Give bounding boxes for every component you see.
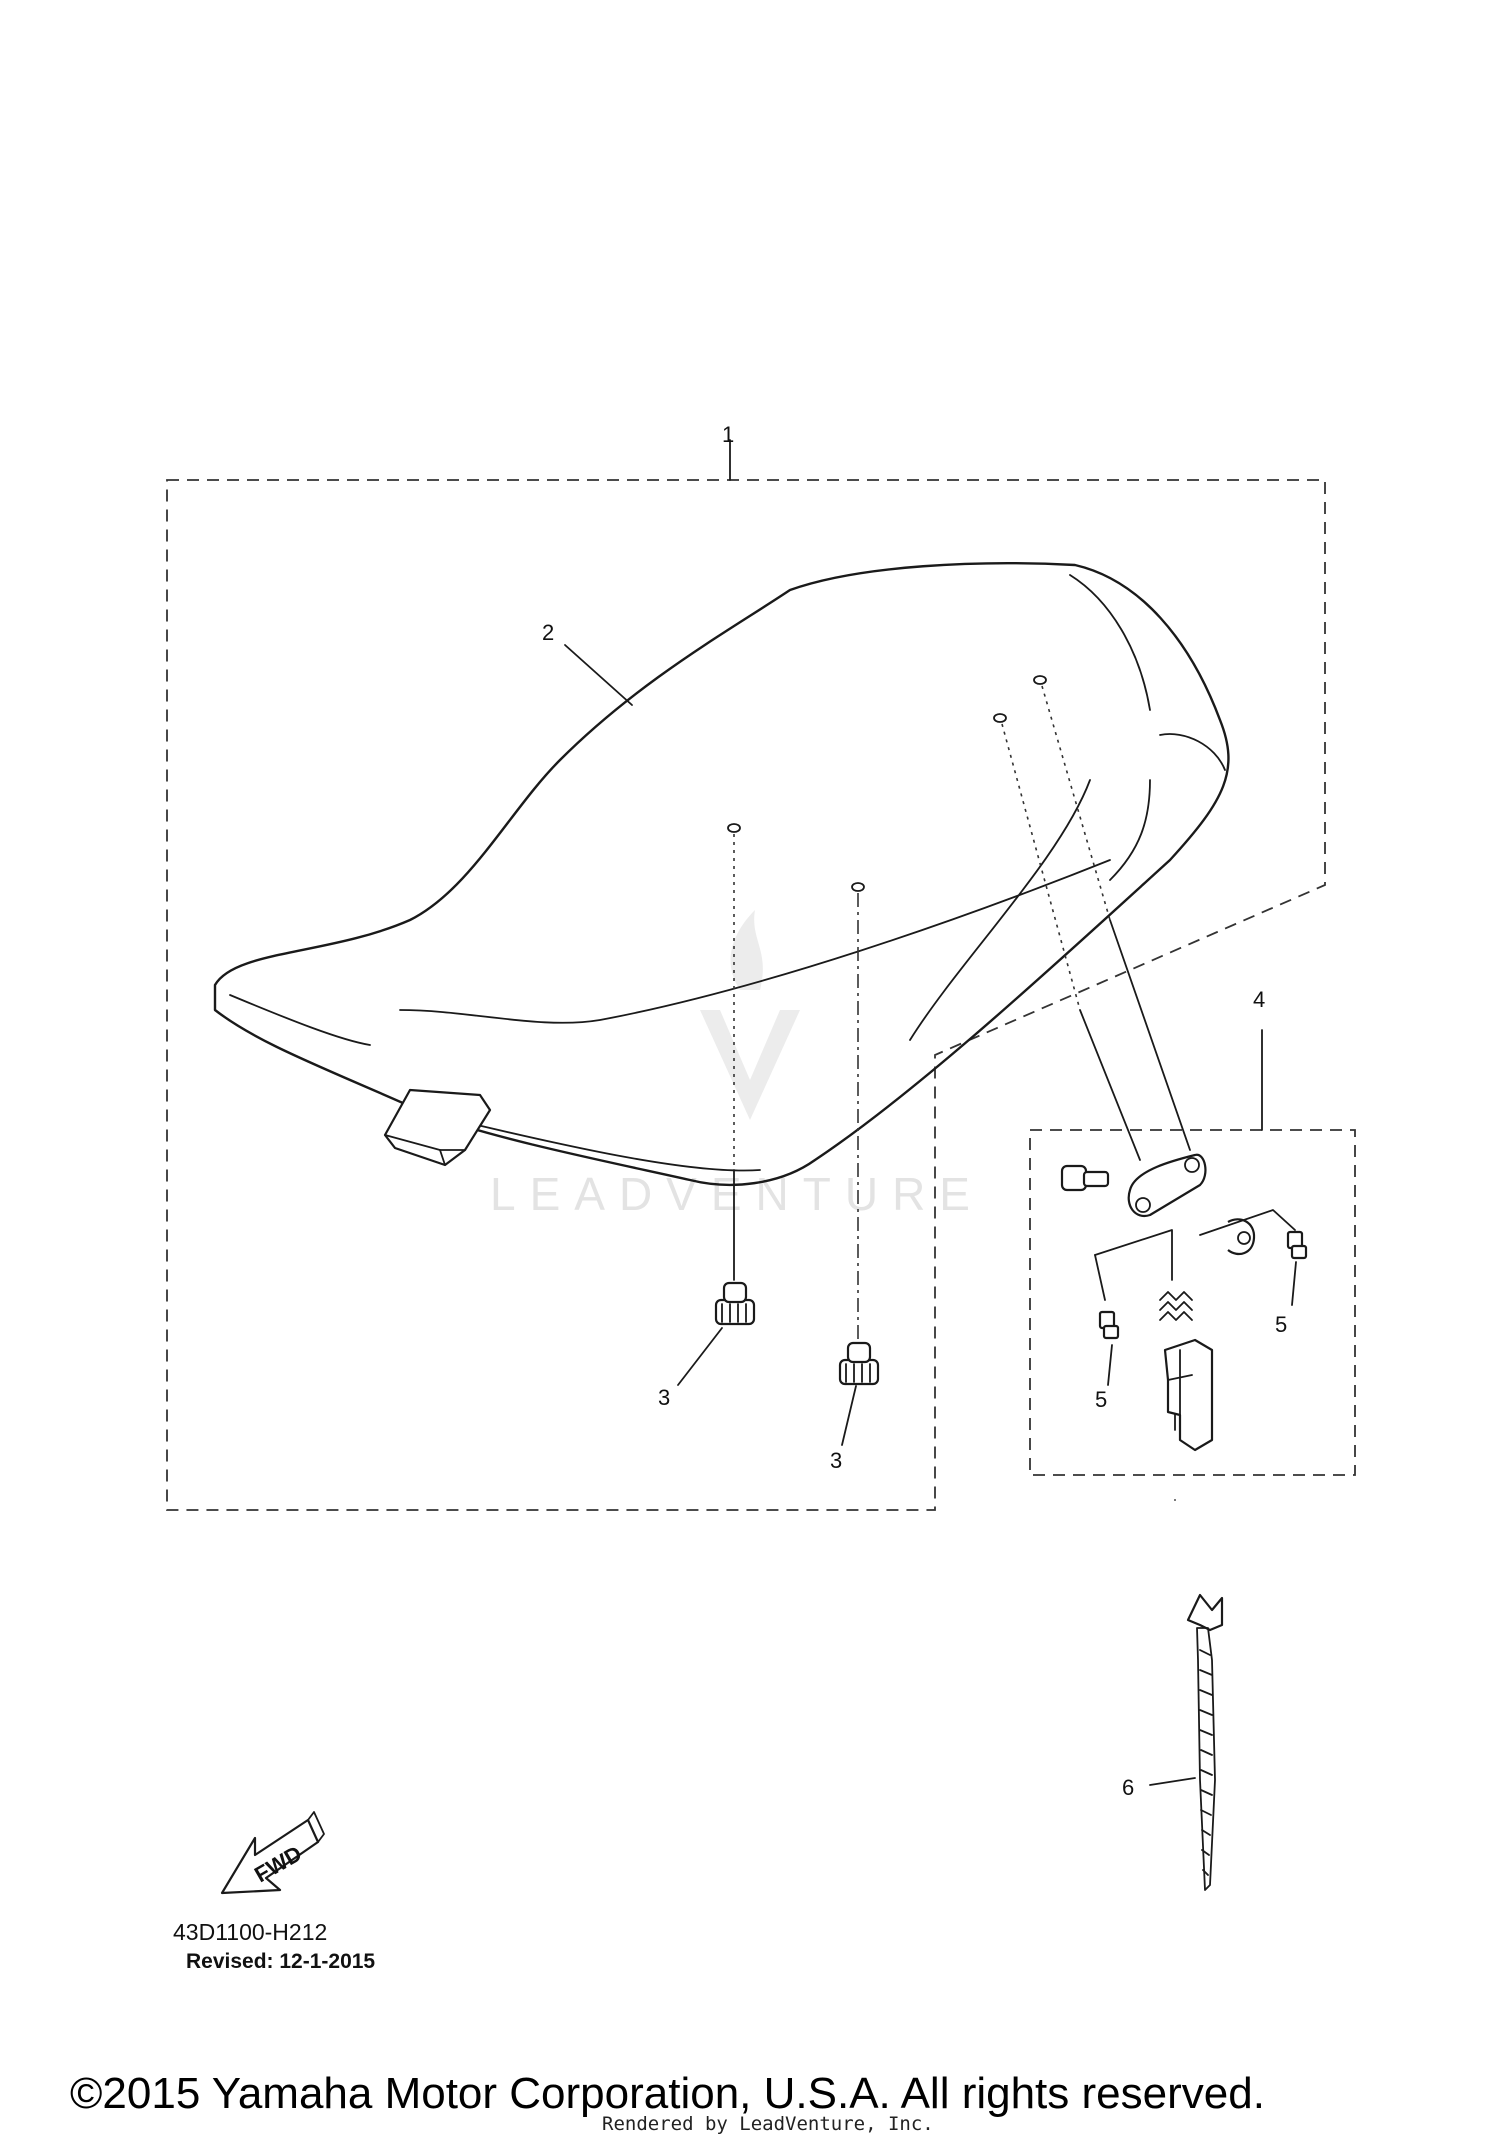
damper-b	[838, 1341, 880, 1386]
watermark-flame	[730, 910, 763, 990]
screw-a	[1098, 1310, 1120, 1340]
rendered-by: Rendered by LeadVenture, Inc.	[602, 2113, 934, 2134]
copyright: ©2015 Yamaha Motor Corporation, U.S.A. A…	[70, 2069, 1265, 2118]
seat-assy-boundary	[166, 479, 1326, 1511]
fwd-arrow: FWD	[220, 1811, 325, 1895]
lock-assembly	[1060, 1153, 1308, 1452]
screw-b	[1286, 1230, 1308, 1260]
watermark-text: LEADVENTURE	[490, 1168, 984, 1220]
callout-damper-a: 3	[658, 1385, 670, 1410]
seat	[213, 562, 1230, 1187]
revised-date: Revised: 12-1-2015	[186, 1950, 375, 1973]
callout-lock-assy: 4	[1253, 987, 1265, 1012]
lock-assy-boundary	[1029, 1129, 1356, 1476]
callout-seat: 2	[542, 620, 554, 645]
callout-screw-b: 5	[1275, 1312, 1287, 1337]
callout-screw-a: 5	[1095, 1387, 1107, 1412]
damper-a	[714, 1281, 756, 1326]
callout-damper-b: 3	[830, 1448, 842, 1473]
callout-seat-assy: 1	[722, 422, 734, 447]
callout-band: 6	[1122, 1775, 1134, 1800]
diagram-code: 43D1100-H212	[173, 1919, 327, 1945]
watermark: LEADVENTURE	[490, 910, 984, 1220]
seat-front-hook	[383, 1088, 492, 1167]
band	[1186, 1593, 1224, 1891]
watermark-logo	[700, 1010, 800, 1120]
